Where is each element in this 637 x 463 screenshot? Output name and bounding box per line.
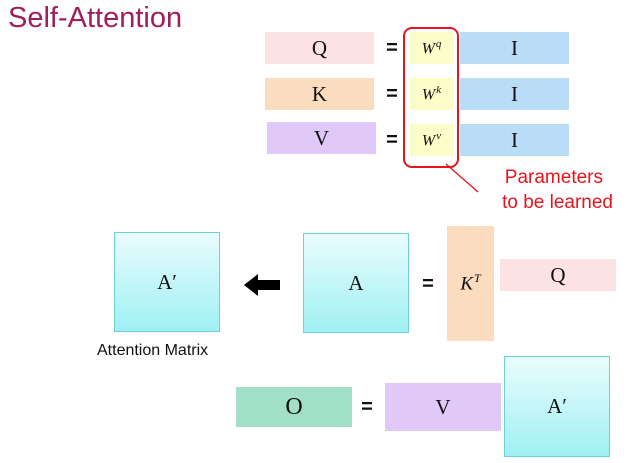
i-matrix-q: I: [460, 32, 569, 64]
i-matrix-v: I: [460, 124, 569, 156]
k-label: K: [311, 81, 328, 106]
left-arrow-icon: [244, 274, 280, 296]
wq-matrix: Wq: [410, 32, 453, 64]
k-matrix: K: [265, 78, 374, 110]
parameters-annotation: Parameters to be learned: [502, 165, 613, 215]
a-label: A: [348, 270, 364, 295]
i-label: I: [511, 127, 518, 152]
i-matrix-k: I: [460, 78, 569, 110]
wq-label: Wq: [421, 37, 442, 58]
o-matrix: O: [236, 387, 352, 427]
wv-label: Wv: [421, 129, 442, 150]
v-label: V: [435, 394, 451, 419]
v-matrix-bottom: V: [385, 383, 501, 431]
a-prime-matrix-bottom: A′: [504, 356, 610, 457]
wk-matrix: Wk: [410, 78, 453, 110]
kt-label: KT: [460, 271, 481, 295]
parameters-highlight-box: [403, 27, 459, 168]
o-label: O: [285, 393, 303, 420]
q-matrix: Q: [265, 32, 374, 64]
equals-sign-q: =: [386, 36, 398, 59]
wv-matrix: Wv: [410, 124, 453, 156]
page-title: Self-Attention: [8, 2, 183, 34]
equals-sign-k: =: [386, 82, 398, 105]
kt-matrix: KT: [447, 226, 494, 341]
equals-sign-v: =: [386, 128, 398, 151]
a-prime-label: A′: [547, 394, 567, 418]
equals-sign-a: =: [422, 272, 434, 295]
a-prime-label: A′: [157, 269, 177, 294]
parameters-annotation-line2: to be learned: [502, 192, 613, 213]
wk-label: Wk: [421, 83, 442, 104]
parameters-annotation-line1: Parameters: [504, 167, 603, 188]
i-label: I: [511, 35, 518, 60]
v-label: V: [313, 125, 330, 150]
q-label: Q: [550, 262, 566, 287]
q-matrix-bottom: Q: [500, 259, 616, 291]
callout-pointer: [445, 163, 479, 193]
v-matrix: V: [267, 122, 376, 154]
attention-matrix-caption: Attention Matrix: [97, 342, 209, 359]
a-matrix: A: [303, 233, 409, 333]
equals-sign-o: =: [361, 395, 373, 418]
i-label: I: [511, 81, 518, 106]
a-prime-matrix: A′: [114, 232, 220, 332]
q-label: Q: [311, 35, 328, 60]
